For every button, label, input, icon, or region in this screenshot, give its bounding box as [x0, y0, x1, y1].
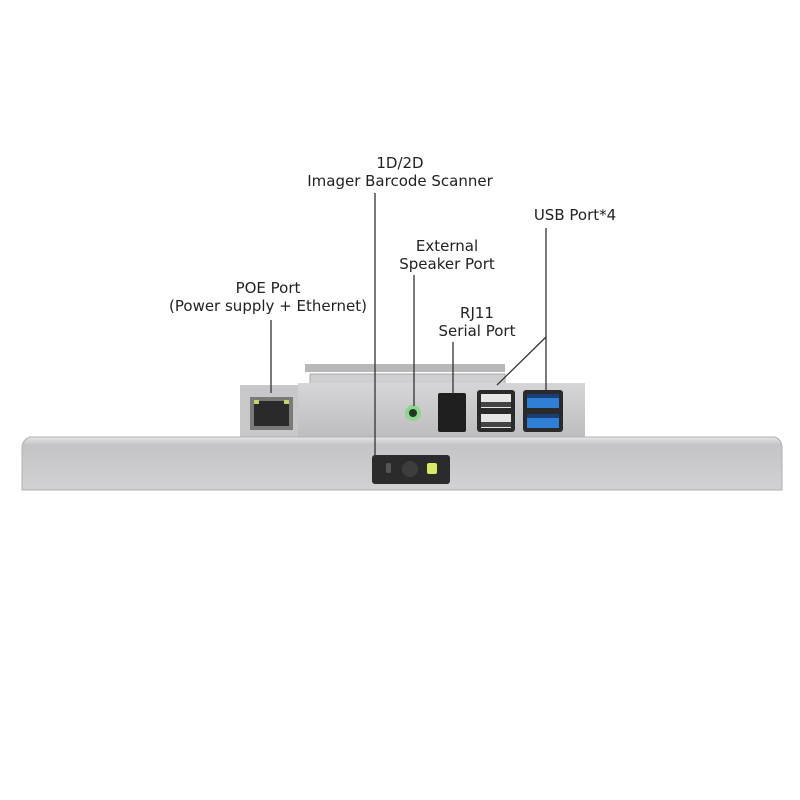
leader-lines — [270, 193, 547, 457]
usb3-ports — [523, 390, 563, 432]
audio-jack — [405, 405, 421, 421]
poe-label-line2: (Power supply + Ethernet) — [169, 297, 367, 315]
poe-label-line1: POE Port — [235, 279, 301, 297]
speaker-label-line2: Speaker Port — [399, 255, 495, 273]
rj11-label-line1: RJ11 — [460, 304, 494, 322]
speaker-label-line1: External — [415, 237, 479, 255]
usb-label-line1: USB Port*4 — [533, 206, 617, 224]
mount-bracket — [305, 364, 506, 385]
scanner-label: 1D/2D Imager Barcode Scanner — [307, 154, 493, 190]
rj11-label-line2: Serial Port — [438, 322, 516, 340]
barcode-scanner-window — [372, 455, 450, 484]
poe-label: POE Port (Power supply + Ethernet) — [169, 279, 367, 315]
rj11-label: RJ11 Serial Port — [439, 304, 516, 340]
scanner-label-line2: Imager Barcode Scanner — [307, 172, 493, 190]
rj11-port — [438, 393, 466, 432]
speaker-label: External Speaker Port — [399, 237, 495, 273]
usb2-ports — [477, 390, 515, 432]
usb-label: USB Port*4 — [534, 206, 616, 224]
rj45-port — [250, 397, 293, 430]
scanner-label-line1: 1D/2D — [376, 154, 424, 172]
